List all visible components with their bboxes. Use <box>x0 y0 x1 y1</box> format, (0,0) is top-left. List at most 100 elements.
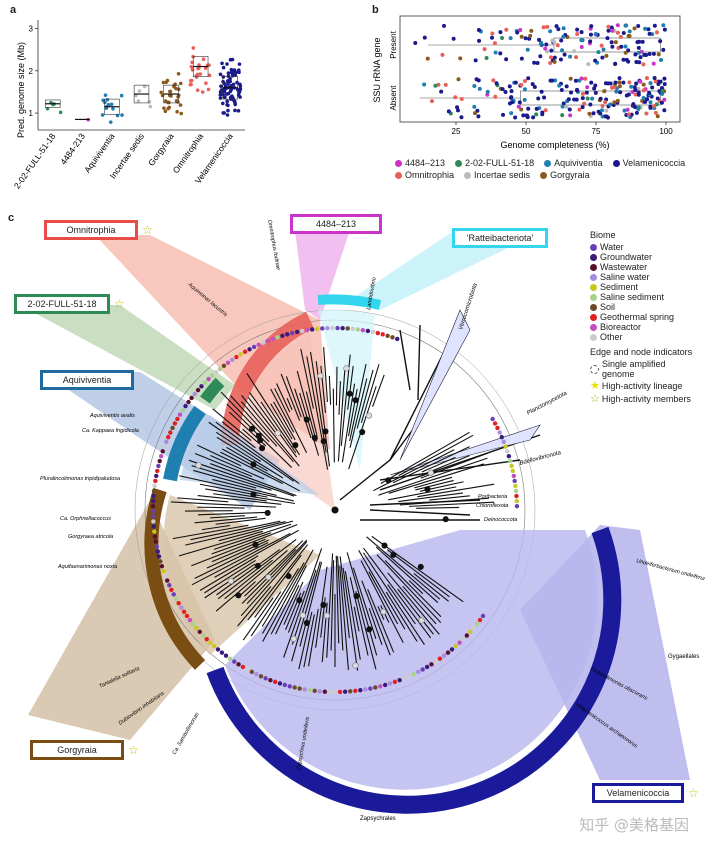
tree-branch <box>283 548 323 658</box>
biome-dot <box>513 483 518 489</box>
chart-b-point <box>633 88 638 93</box>
sag-node <box>290 635 297 642</box>
gorgyraia-inner <box>163 495 320 655</box>
chart-a-point <box>238 82 242 87</box>
tree-branch <box>216 436 284 479</box>
chart-b-point <box>537 37 542 42</box>
chart-a-point <box>194 75 199 79</box>
chart-b-point <box>623 44 628 49</box>
chart-b-point <box>539 89 544 94</box>
chart-a-point <box>224 86 229 91</box>
chart-b-point <box>636 90 641 95</box>
biome-dot <box>342 689 348 694</box>
chart-a-point <box>222 111 227 115</box>
tree-branch <box>349 577 369 656</box>
chart-b-point <box>422 35 427 40</box>
biome-dot <box>385 333 390 338</box>
chart-b-point <box>446 109 451 114</box>
biome-legend-item: Wastewater <box>590 262 700 272</box>
biome-dot <box>195 387 201 393</box>
biome-dot <box>302 687 307 692</box>
chart-b-point <box>634 59 639 64</box>
chart-b-point <box>528 33 533 38</box>
chart-b-point <box>627 29 632 34</box>
chart-b-point <box>588 32 593 37</box>
chart-b-point <box>476 27 481 32</box>
chart-b-point <box>655 114 660 119</box>
chart-a-point <box>176 100 180 104</box>
biome-dot <box>187 617 193 623</box>
tree-branch <box>323 347 328 402</box>
biome-label: Wastewater <box>600 262 648 272</box>
biome-dot <box>332 689 338 695</box>
chart-b-point <box>631 102 636 107</box>
chart-a-point <box>201 57 206 61</box>
chart-b-point <box>456 77 461 82</box>
tree-branch <box>291 561 321 662</box>
biome-dot <box>477 617 483 623</box>
chart-b-point <box>564 84 569 89</box>
indicator-sag: Single amplified genome <box>590 359 700 379</box>
biome-dot <box>161 568 166 574</box>
chart-a-point <box>226 71 231 75</box>
biome-dot <box>153 478 158 484</box>
chart-a-point <box>232 99 237 104</box>
chart-b-point <box>612 100 617 105</box>
indicator-label: High-activity members <box>601 393 691 404</box>
biome-dot <box>236 662 241 667</box>
tree-node <box>353 593 360 600</box>
biome-dot <box>590 253 597 261</box>
chart-b-point <box>575 31 580 36</box>
chart-b-point <box>433 83 438 88</box>
biome-dot <box>480 613 486 619</box>
chart-b-point <box>598 96 603 101</box>
chart-a-point <box>161 80 166 85</box>
chart-a-point <box>136 99 141 103</box>
chart-b-point <box>633 92 638 97</box>
chart-b-point <box>613 80 618 85</box>
chart-a-point <box>105 97 110 102</box>
chart-b-point <box>507 101 512 106</box>
biome-dot <box>155 549 161 554</box>
chart-b-point <box>587 111 592 116</box>
chart-a-point <box>232 68 237 72</box>
chart-b-point <box>648 104 653 109</box>
legend-dot <box>544 159 552 167</box>
chart-b-point <box>559 38 564 43</box>
legend-b-item: Omnitrophia <box>395 170 454 180</box>
chart-a-y-tick-label: 1 <box>29 109 34 118</box>
biome-dot <box>411 671 416 677</box>
chart-a-point <box>195 88 200 92</box>
chart-a-category-label: 2-02-FULL-51-18 <box>12 131 58 190</box>
chart-b-point <box>539 40 544 45</box>
chart-b-point <box>473 58 478 63</box>
chart-a-point <box>120 113 124 117</box>
chart-b-point <box>599 108 604 113</box>
biome-dot <box>181 609 187 614</box>
legend-dot <box>455 159 463 167</box>
clade-box-gorgyraia: Gorgyraia <box>30 740 124 760</box>
chart-b-point <box>562 52 567 57</box>
biome-label: Saline sediment <box>600 292 665 302</box>
biome-dot <box>445 650 451 655</box>
chart-b-point <box>509 89 514 94</box>
tree-branch <box>413 572 449 602</box>
chart-a-point <box>189 64 194 69</box>
tree-branch <box>224 559 274 600</box>
biome-dot <box>186 399 191 405</box>
chart-b-point <box>540 112 545 117</box>
biome-dot <box>265 338 271 343</box>
tree-branch <box>276 383 291 413</box>
tree-branch <box>283 581 304 625</box>
high-activity-star-icon: ☆ <box>142 223 153 237</box>
label-orphnellacoccus: Ca. Orphnellacoccus <box>60 516 111 522</box>
chart-a-point <box>221 92 225 97</box>
biome-dot <box>251 344 257 350</box>
biome-legend-item: Bioreactor <box>590 322 700 332</box>
biome-dot <box>294 329 300 335</box>
biome-dot <box>238 352 243 357</box>
velamenicoccia-inner <box>225 530 598 790</box>
clade-box-velamenicoccia: Velamenicoccia <box>592 783 684 803</box>
chart-b-point <box>662 27 667 32</box>
biome-dot <box>512 478 517 484</box>
